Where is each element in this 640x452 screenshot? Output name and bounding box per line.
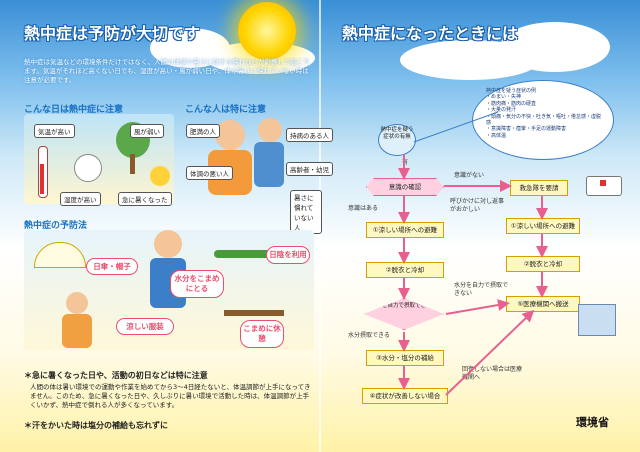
symptom-item: ・頭痛・気分の不快・吐き気・嘔吐・倦怠感・虚脱感 bbox=[486, 113, 602, 127]
section-title-prevention: 熱中症の予防法 bbox=[24, 221, 88, 231]
bullet-sudden-heat: ＊急に暑くなった日や、活動の初日などは特に注意 bbox=[24, 371, 208, 380]
thermometer-level bbox=[40, 164, 44, 194]
sun-icon bbox=[238, 2, 296, 60]
person-head bbox=[66, 292, 88, 314]
label-unwell: 体調の悪い人 bbox=[186, 166, 233, 180]
symptom-item: ・高体温 bbox=[486, 132, 507, 139]
label-obese: 肥満の人 bbox=[186, 124, 220, 138]
person-head bbox=[154, 230, 182, 258]
tip-take-breaks: こまめに休憩 bbox=[240, 320, 284, 348]
symptom-item: ・筋肉痛・筋肉の硬直 bbox=[486, 100, 537, 107]
tip-parasol-hat: 日傘・帽子 bbox=[86, 258, 138, 275]
label-chronic-illness: 持病のある人 bbox=[286, 128, 333, 142]
page-title-right: 熱中症になったときには bbox=[342, 24, 519, 43]
symptom-heading: 熱中症を疑う症状の例 bbox=[486, 88, 537, 94]
tip-use-shade: 日陰を利用 bbox=[266, 246, 310, 264]
page-title-left: 熱中症は予防が大切です bbox=[24, 24, 201, 43]
bullet-salt: ＊汗をかいた時は塩分の補給も忘れずに bbox=[24, 421, 168, 430]
label-elderly-children: 高齢者・幼児 bbox=[286, 162, 333, 176]
person-head bbox=[258, 118, 282, 142]
label-can-drink: 水分摂取できる bbox=[348, 332, 390, 339]
tip-drink-water: 水分をこまめにとる bbox=[170, 270, 224, 298]
section-title-people: こんな人は特に注意 bbox=[185, 105, 267, 115]
ambulance-cross bbox=[600, 180, 606, 186]
bullet-sudden-heat-text: 人間の体は暑い環境での運動や作業を始めてから3〜4日経たないと、体温調節が上手に… bbox=[30, 383, 311, 409]
symptom-item: ・めまい・失神 bbox=[486, 94, 522, 101]
label-sudden-heat: 急に暑くなった bbox=[118, 192, 172, 206]
label-weak-wind: 風が弱い bbox=[130, 124, 164, 138]
person-head bbox=[215, 120, 245, 150]
label-abnormal-response: 呼びかけに対し返事がおかしい bbox=[450, 198, 505, 213]
ministry-logo: 環境省 bbox=[576, 416, 609, 429]
symptom-item: ・大量の発汗 bbox=[486, 107, 517, 114]
hygrometer-icon bbox=[74, 154, 102, 182]
symptom-bubble bbox=[472, 80, 614, 160]
ambulance-icon bbox=[586, 176, 622, 196]
symptom-list: 熱中症を疑う症状の例 ・めまい・失神 ・筋肉痛・筋肉の硬直 ・大量の発汗 ・頭痛… bbox=[486, 88, 604, 139]
tree-trunk bbox=[130, 154, 135, 174]
bench-icon bbox=[224, 310, 284, 316]
trellis-vines bbox=[214, 250, 308, 258]
label-not-acclimated: 暑さに慣れていない人 bbox=[290, 190, 322, 234]
label-conscious: 意識はある bbox=[348, 205, 379, 212]
tip-cool-clothes: 涼しい服装 bbox=[116, 318, 174, 335]
hospital-icon bbox=[578, 304, 616, 336]
label-yes: 有 bbox=[402, 159, 409, 166]
intro-text: 熱中症は気温などの環境条件だけではなく、人間の体調や暑さに対する慣れなどが影響し… bbox=[24, 58, 310, 84]
label-cannot-drink: 水分を自力で摂取できない bbox=[454, 282, 509, 297]
label-no-improve: 回復しない場合は医療機関へ bbox=[462, 366, 523, 381]
person-body bbox=[254, 142, 284, 187]
label-no-consciousness: 意識がない bbox=[454, 172, 485, 179]
cloud bbox=[500, 22, 610, 72]
small-sun-icon bbox=[150, 166, 170, 186]
person-body bbox=[62, 314, 92, 348]
label-high-humidity: 湿度が高い bbox=[60, 192, 101, 206]
label-high-temp: 気温が高い bbox=[34, 124, 75, 138]
section-title-days: こんな日は熱中症に注意 bbox=[24, 105, 124, 115]
node-check-symptom: 熱中症を疑う症状の有無 bbox=[378, 124, 416, 156]
symptom-item: ・意識障害・痙攣・手足の運動障害 bbox=[486, 126, 567, 133]
